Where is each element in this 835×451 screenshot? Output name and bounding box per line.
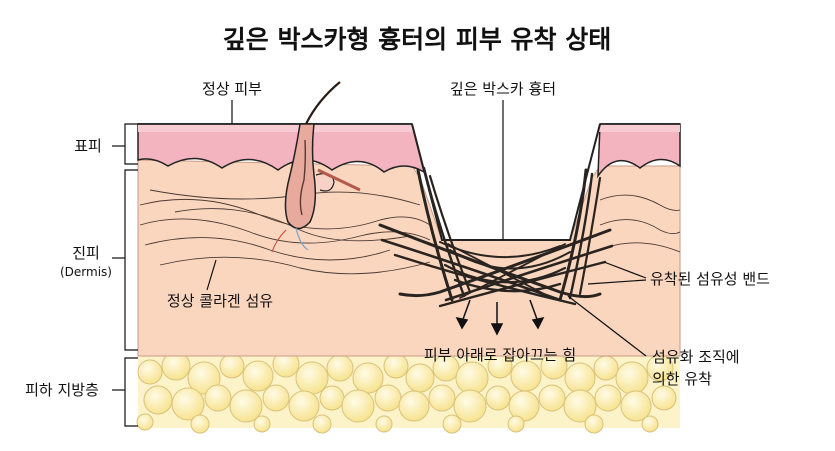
fat-cell [594,384,622,412]
fat-cell [312,414,332,434]
fat-cells [136,350,677,434]
fat-cell [615,361,649,395]
fat-cell [538,384,566,412]
fat-cell [398,390,430,422]
label-epidermis: 표피 [74,137,102,155]
fat-cell [507,415,525,433]
fat-cell [242,360,274,392]
fat-cell [428,384,456,412]
label-dermis-en: (Dermis) [60,265,112,279]
stratum-corneum-left [138,124,413,132]
fat-cell [204,384,232,412]
fat-cell [564,362,596,394]
fat-cell [253,415,271,433]
fat-cell [593,355,619,381]
fat-cell [137,359,163,385]
fat-cell [143,385,173,415]
fat-cell [229,389,263,423]
fat-cell [510,360,542,392]
pulling-force-arrows [455,299,545,336]
down-arrow-icon [455,299,471,330]
fat-cell [374,384,402,412]
fat-cell [288,390,320,422]
fat-cell [375,415,393,433]
hair-follicle-icon [271,81,361,253]
label-adhered-band: 유착된 섬유성 밴드 [650,270,770,288]
label-adhesion-line2: 의한 유착 [652,370,712,388]
label-boxcar-scar: 깊은 박스카 흉터 [450,80,556,98]
epidermis-left [137,123,426,174]
fat-cell [641,415,659,433]
fat-cell [341,389,375,423]
fat-cell [319,385,345,411]
fat-cell [563,389,597,423]
fat-cell [442,414,462,434]
diagram-title: 깊은 박스카형 흉터의 피부 유착 상태 [223,25,612,54]
fat-cell [508,390,540,422]
stratum-corneum-right [598,124,680,132]
leader-lines [112,100,647,427]
fat-cell [455,361,489,395]
label-pulling-force: 피부 아래로 잡아끄는 힘 [424,346,576,364]
fat-cell [219,353,245,379]
fat-cell [262,384,290,412]
fat-cell [326,354,354,382]
epidermis-right [597,123,681,179]
label-normal-skin: 정상 피부 [202,80,262,98]
fat-cell [190,414,210,434]
down-arrow-icon [490,302,504,336]
fat-cell [171,387,205,421]
fat-cell [620,390,652,422]
label-dermis: 진피 [72,244,100,262]
fat-cell [405,363,435,393]
fat-cell [136,413,154,431]
label-adhesion-line1: 섬유화 조직에 [652,348,740,366]
fat-cell [453,389,487,423]
fat-cell [584,414,604,434]
label-subcutaneous-fat: 피하 지방층 [25,381,99,399]
down-arrow-icon [529,299,545,330]
fat-cell [651,385,677,411]
fat-cell [485,385,511,411]
fat-cell [383,353,409,379]
fibrous-band-bundle [378,166,614,308]
label-normal-collagen: 정상 콜라겐 섬유 [167,292,273,310]
